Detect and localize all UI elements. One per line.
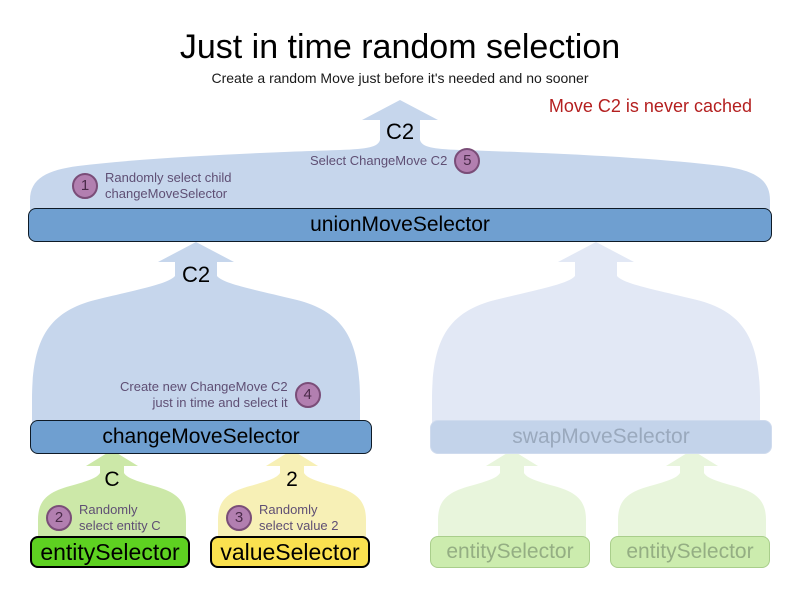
bar-value-selector-active[interactable]: valueSelector <box>210 536 370 568</box>
flow-label-entity-output: C <box>104 468 120 491</box>
annotation-step-3-text: Randomly select value 2 <box>259 502 339 535</box>
page-title: Just in time random selection <box>179 28 621 66</box>
entity-faded-2-body-shape <box>618 450 766 546</box>
bar-change-move-selector[interactable]: changeMoveSelector <box>30 420 372 454</box>
entity-active-body-shape <box>38 450 186 546</box>
annotation-step-3-badge: 3 <box>226 505 252 532</box>
annotation-step-4-line2: just in time and select it <box>152 395 288 411</box>
value-active-body-shape <box>218 450 366 546</box>
bar-entity-selector-faded-1[interactable]: entitySelector <box>430 536 590 568</box>
annotation-step-4: Create new ChangeMove C2 just in time an… <box>120 379 321 412</box>
bar-swap-move-selector[interactable]: swapMoveSelector <box>430 420 772 454</box>
bar-union-move-selector-label: unionMoveSelector <box>310 213 490 236</box>
annotation-step-4-line1: Create new ChangeMove C2 <box>120 379 288 394</box>
bar-change-move-selector-label: changeMoveSelector <box>102 425 300 448</box>
annotation-step-1-badge: 1 <box>72 173 98 200</box>
annotation-step-1-text: Randomly select child changeMoveSelector <box>105 170 231 203</box>
annotation-step-2-text: Randomly select entity C <box>79 502 161 535</box>
change-body-shape <box>32 242 360 442</box>
flow-label-value-output: 2 <box>286 468 298 491</box>
annotation-step-2-line2: select entity C <box>79 518 161 534</box>
annotation-step-1: 1 Randomly select child changeMoveSelect… <box>72 170 231 203</box>
cache-note: Move C2 is never cached <box>548 96 752 116</box>
bar-entity-selector-faded-2-label: entitySelector <box>626 540 754 563</box>
bar-entity-selector-active[interactable]: entitySelector <box>30 536 190 568</box>
annotation-step-5-text: Select ChangeMove C2 <box>310 152 448 168</box>
annotation-step-1-line2: changeMoveSelector <box>105 186 228 202</box>
union-body-shape <box>30 100 770 222</box>
entity-faded-1-body-shape <box>438 450 586 546</box>
flow-label-change-output: C2 <box>181 262 211 287</box>
annotation-step-1-line1: Randomly select child <box>105 170 232 185</box>
bar-value-selector-active-label: valueSelector <box>220 538 360 565</box>
bar-union-move-selector[interactable]: unionMoveSelector <box>28 208 772 242</box>
annotation-step-3: 3 Randomly select value 2 <box>226 502 339 535</box>
annotation-step-2: 2 Randomly select entity C <box>46 502 161 535</box>
annotation-step-5: Select ChangeMove C2 5 <box>310 148 481 174</box>
annotation-step-4-text: Create new ChangeMove C2 just in time an… <box>120 379 288 412</box>
annotation-step-3-line1: Randomly <box>259 502 318 517</box>
bar-swap-move-selector-label: swapMoveSelector <box>512 425 690 448</box>
flow-label-union-output: C2 <box>385 119 415 144</box>
annotation-step-5-badge: 5 <box>454 148 481 174</box>
annotation-step-4-badge: 4 <box>294 382 321 409</box>
annotation-step-2-line1: Randomly <box>79 502 138 517</box>
annotation-step-3-line2: select value 2 <box>259 518 339 534</box>
bar-entity-selector-active-label: entitySelector <box>40 538 180 565</box>
annotation-step-2-badge: 2 <box>46 505 72 532</box>
bar-entity-selector-faded-1-label: entitySelector <box>446 540 574 563</box>
bar-entity-selector-faded-2[interactable]: entitySelector <box>610 536 770 568</box>
page-subtitle: Create a random Move just before it's ne… <box>211 70 589 86</box>
swap-body-shape <box>432 242 760 442</box>
